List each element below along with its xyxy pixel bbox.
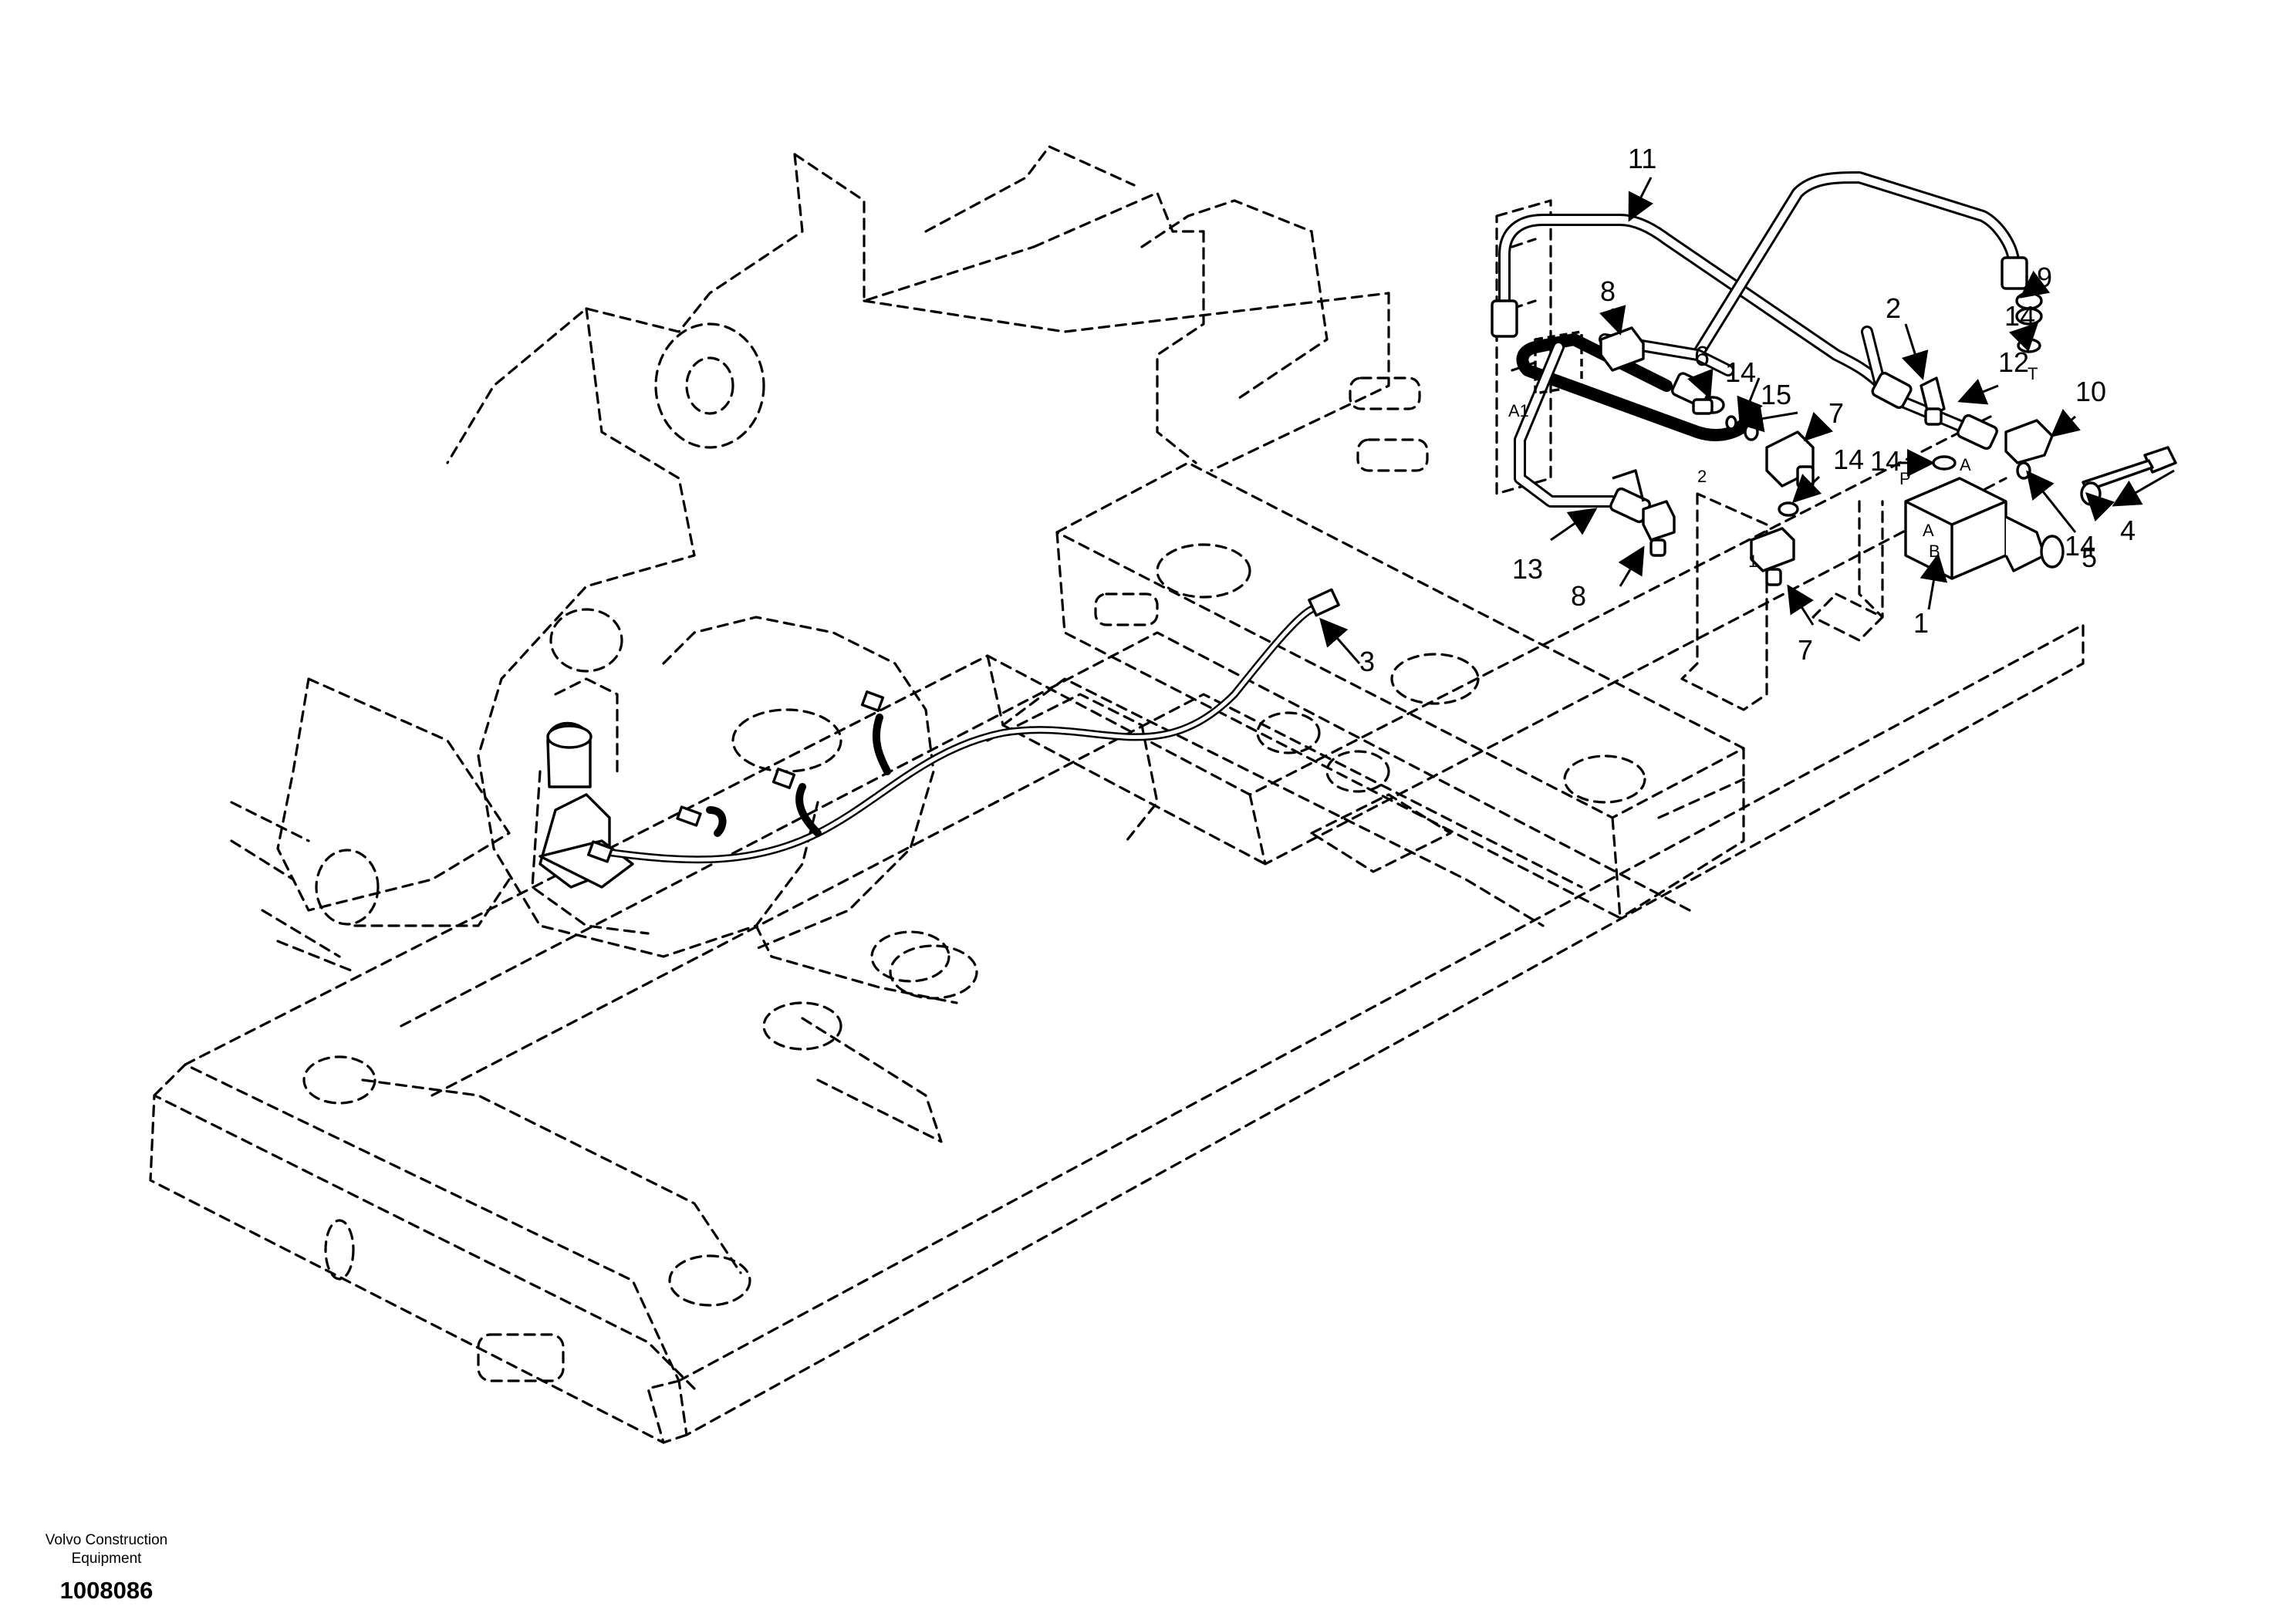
chassis-frame-outline: [149, 145, 2085, 1444]
harness-connector: [1308, 588, 1340, 617]
port-label-t: T: [2028, 364, 2038, 383]
callout-10: 10: [2075, 376, 2106, 407]
port-labels: A1 2 1 P A T A B: [1508, 364, 2038, 571]
port-label-1: 1: [1748, 552, 1757, 571]
port-label-p: P: [1899, 469, 1911, 488]
callout-5: 5: [2082, 542, 2097, 573]
cable-harness: [587, 588, 1340, 864]
callout-12: 12: [1998, 346, 2029, 378]
port-label-a-top: A: [1960, 455, 1971, 474]
callout-11: 11: [1628, 143, 1656, 174]
leader-lines: [1319, 177, 2175, 664]
callout-2: 2: [1886, 292, 1901, 324]
callout-4: 4: [2120, 515, 2136, 546]
callout-14b: 14: [1725, 356, 1756, 388]
callout-15: 15: [1761, 379, 1791, 410]
callout-9: 9: [2037, 262, 2052, 293]
callout-14d: 14: [1870, 445, 1901, 477]
port-label-a1: A1: [1508, 401, 1529, 420]
callout-3: 3: [1359, 646, 1375, 677]
port-label-b-block: B: [1929, 542, 1940, 561]
callout-8a: 8: [1600, 275, 1616, 307]
company-name-line1: Volvo Construction: [45, 1532, 168, 1548]
callout-13: 13: [1512, 553, 1543, 585]
callout-14c: 14: [1833, 444, 1864, 475]
callout-14e: 14: [2065, 530, 2095, 562]
callout-7b: 7: [1798, 634, 1813, 666]
drawing-number: 1008086: [59, 1577, 154, 1604]
callout-labels: 1 2 3 4 5 6 7 7 8 8 9 10 11 12 13 14 14 …: [1359, 143, 2136, 677]
callout-14a: 14: [2004, 300, 2035, 332]
callout-6: 6: [1694, 340, 1710, 372]
port-label-a-block: A: [1923, 521, 1934, 540]
callout-1: 1: [1913, 607, 1929, 639]
company-name-line2: Equipment: [71, 1551, 142, 1567]
callout-8b: 8: [1571, 580, 1586, 612]
joystick: [539, 721, 634, 889]
port-label-2: 2: [1697, 467, 1707, 486]
callout-7a: 7: [1828, 397, 1844, 429]
